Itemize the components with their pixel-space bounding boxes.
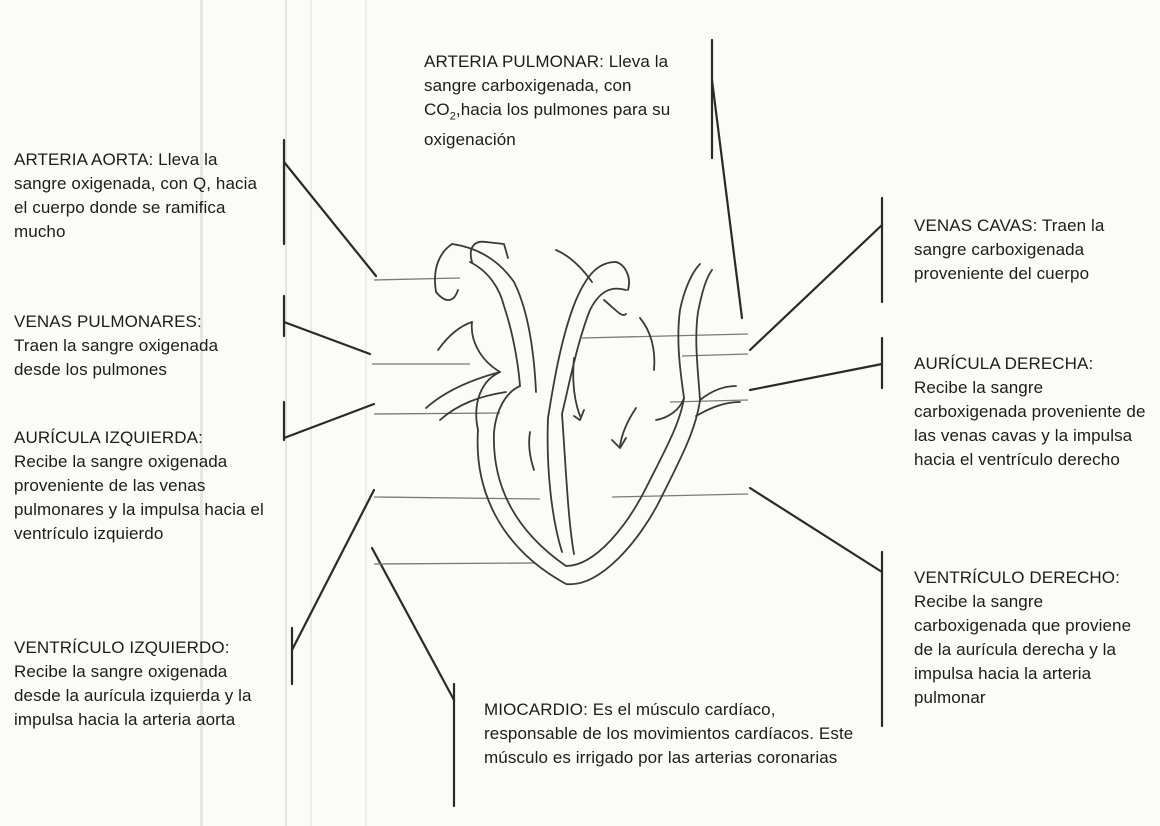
aortic-arch-outer	[452, 244, 536, 392]
label-ventriculo-derecho: VENTRÍCULO DERECHO: Recibe la sangre car…	[914, 566, 1154, 710]
pointer-line-venas-cavas	[682, 354, 748, 356]
pointer-line-ventriculo-derecho	[612, 494, 748, 497]
label-description: Traen la sangre oxigenada desde los pulm…	[14, 336, 218, 379]
leader-line-aorta	[284, 162, 376, 276]
pulmonary-trunk-right	[562, 289, 626, 414]
label-description: Recibe la sangre carboxigenada que provi…	[914, 592, 1131, 707]
leader-line-auricula-derecha	[750, 364, 882, 390]
label-heading: VENAS PULMONARES:	[14, 312, 202, 331]
label-miocardio: MIOCARDIO: Es el músculo cardíaco, respo…	[484, 698, 854, 770]
septum-right	[562, 414, 574, 554]
pulmonary-vein-left-1	[426, 372, 500, 408]
pointer-line-arteria-pulmonar	[582, 334, 748, 338]
label-description: Recibe la sangre oxigenada desde la aurí…	[14, 662, 252, 729]
label-heading: VENTRÍCULO IZQUIERDO:	[14, 638, 230, 657]
vena-cava-inferior-2	[696, 402, 740, 416]
septum-left	[548, 418, 562, 552]
chamber-arrow-right	[620, 408, 636, 446]
pointer-line-auricula-izquierda	[374, 413, 500, 414]
pulmonary-branch-cap	[616, 262, 629, 290]
label-heading: ARTERIA AORTA:	[14, 150, 153, 169]
vena-cava-inferior-1	[700, 386, 736, 400]
label-heading: VENTRÍCULO DERECHO:	[914, 568, 1120, 587]
label-heading: AURÍCULA IZQUIERDA:	[14, 428, 203, 447]
pulmonary-branch-small	[604, 300, 626, 315]
leader-line-auricula-izquierda	[284, 404, 374, 438]
chamber-arrow-left	[573, 358, 580, 416]
chamber-arrow-lv	[529, 432, 534, 470]
leader-line-arteria-pulmonar	[712, 80, 742, 318]
label-auricula-izquierda: AURÍCULA IZQUIERDA: Recibe la sangre oxi…	[14, 426, 264, 546]
label-ventriculo-izquierdo: VENTRÍCULO IZQUIERDO: Recibe la sangre o…	[14, 636, 264, 732]
label-venas-cavas: VENAS CAVAS: Traen la sangre carboxigena…	[914, 214, 1148, 286]
heart-outer-wall-inner	[494, 398, 684, 566]
aorta-branch-2	[435, 244, 452, 292]
pulmonary-vein-left-3	[438, 322, 472, 350]
pointer-line-aorta	[374, 278, 460, 280]
pulmonary-vein-left-2	[440, 392, 506, 420]
label-heading: ARTERIA PULMONAR:	[424, 52, 604, 71]
leader-line-venas-pulmonares	[284, 322, 370, 354]
pulmonary-trunk-left	[548, 262, 616, 418]
label-arteria-aorta: ARTERIA AORTA: Lleva la sangre oxigenada…	[14, 148, 274, 244]
label-arteria-pulmonar: ARTERIA PULMONAR: Lleva la sangre carbox…	[424, 50, 686, 152]
aorta-branch-4	[486, 242, 508, 258]
label-description: Recibe la sangre carboxigenada provenien…	[914, 378, 1146, 469]
heart-outer-wall-outer	[478, 400, 700, 584]
leader-line-ventriculo-izquierdo	[292, 490, 374, 650]
label-auricula-derecha: AURÍCULA DERECHA: Recibe la sangre carbo…	[914, 352, 1152, 472]
leader-line-ventriculo-derecho	[750, 488, 882, 572]
chamber-arrow-right-head	[612, 438, 626, 448]
label-heading: MIOCARDIO:	[484, 700, 588, 719]
leader-line-venas-cavas	[750, 225, 882, 350]
label-description-continued: ,hacia los pulmones para su oxigenación	[424, 100, 670, 149]
pulmonary-arch-top	[556, 250, 592, 282]
pointer-line-ventriculo-izquierdo	[374, 497, 540, 499]
right-atrium-wall	[640, 318, 654, 370]
label-heading: VENAS CAVAS:	[914, 216, 1037, 235]
label-description: Recibe la sangre oxigenada proveniente d…	[14, 452, 264, 543]
leader-line-miocardio	[372, 548, 454, 700]
aorta-branch-3	[436, 290, 458, 300]
pointer-line-miocardio	[374, 563, 535, 564]
label-venas-pulmonares: VENAS PULMONARES: Traen la sangre oxigen…	[14, 310, 264, 382]
label-heading: AURÍCULA DERECHA:	[914, 354, 1093, 373]
